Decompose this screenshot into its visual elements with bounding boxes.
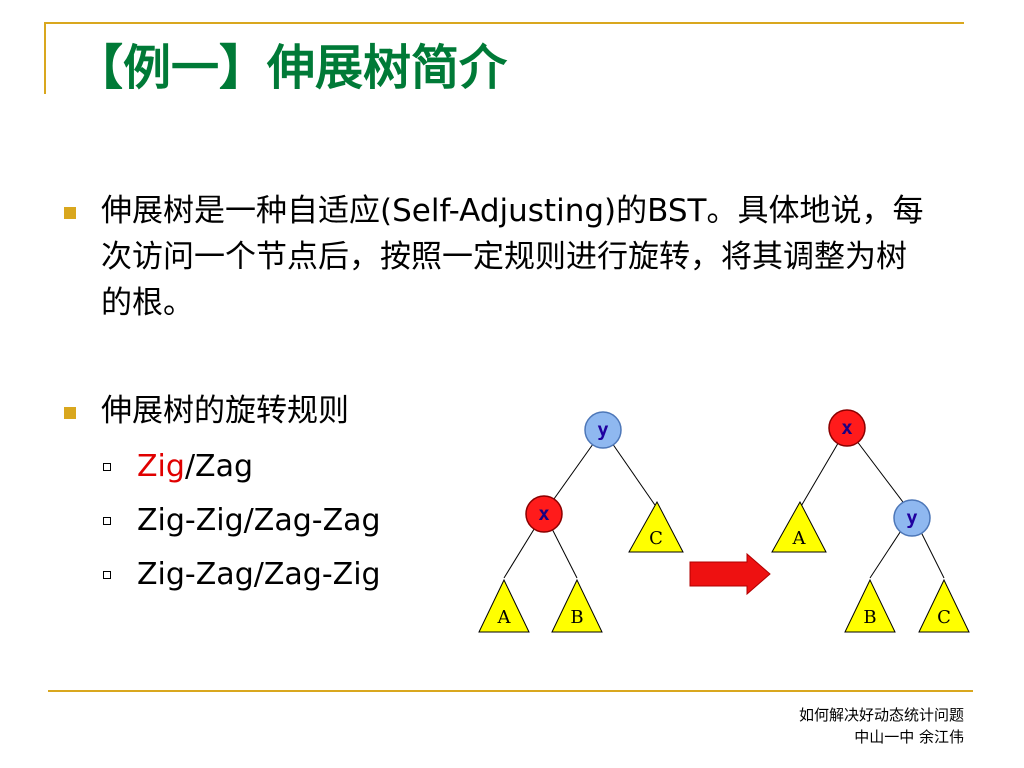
footer-line-2: 中山一中 余江伟	[854, 728, 964, 746]
footer-line-1: 如何解决好动态统计问题	[798, 706, 964, 724]
leaf-c-label: C	[649, 528, 663, 549]
leaf-a-right-label: A	[792, 528, 807, 549]
zag-label: /Zag	[184, 449, 254, 484]
rotation-rule-1: Zig/Zag	[137, 447, 253, 487]
sub-bullet-icon-1	[103, 463, 111, 471]
footer-note: 如何解决好动态统计问题 中山一中 余江伟	[704, 704, 964, 748]
zig-red-label: Zig	[137, 449, 185, 484]
sub-bullet-icon-2	[103, 517, 111, 525]
top-divider	[44, 22, 964, 24]
left-divider	[44, 22, 46, 94]
leaf-a-right-triangle	[771, 500, 827, 553]
bullet-text-2: 伸展树的旋转规则	[101, 393, 349, 429]
splay-rotation-diagram: y x C A B x A y B C	[478, 409, 970, 633]
leaf-b-right-triangle	[844, 578, 896, 633]
leaf-c-right-label: C	[937, 607, 951, 628]
right-tree: x A y B C	[771, 409, 970, 633]
leaf-a-triangle	[478, 578, 530, 633]
transform-arrow	[689, 552, 771, 596]
node-y	[584, 411, 622, 449]
node-x-label: x	[538, 503, 549, 525]
leaf-c-triangle	[628, 500, 684, 553]
node-y-label: y	[597, 419, 608, 441]
rotation-rule-2: Zig-Zig/Zag-Zag	[137, 503, 381, 538]
bullet-text-1: 伸展树是一种自适应(Self-Adjusting)的BST。具体地说，每次访问一…	[101, 193, 924, 321]
leaf-b-right-label: B	[863, 607, 876, 628]
child-y-node	[893, 499, 931, 537]
leaf-c-right-triangle	[918, 578, 970, 633]
child-y-label: y	[906, 507, 917, 529]
sub-bullet-icon-3	[103, 571, 111, 579]
leaf-b-triangle	[551, 578, 603, 633]
rotation-rule-3: Zig-Zag/Zag-Zig	[137, 557, 381, 592]
node-x	[525, 495, 563, 533]
left-tree: y x C A B	[478, 411, 684, 633]
leaf-b-label: B	[570, 607, 583, 628]
root-x-node	[828, 409, 866, 447]
slide-title: 【例一】伸展树简介	[75, 40, 508, 96]
bullet-square-1	[64, 207, 76, 219]
bullet-square-2	[64, 407, 76, 419]
root-x-label: x	[841, 417, 852, 439]
bottom-divider	[48, 690, 973, 692]
leaf-a-label: A	[497, 607, 512, 628]
